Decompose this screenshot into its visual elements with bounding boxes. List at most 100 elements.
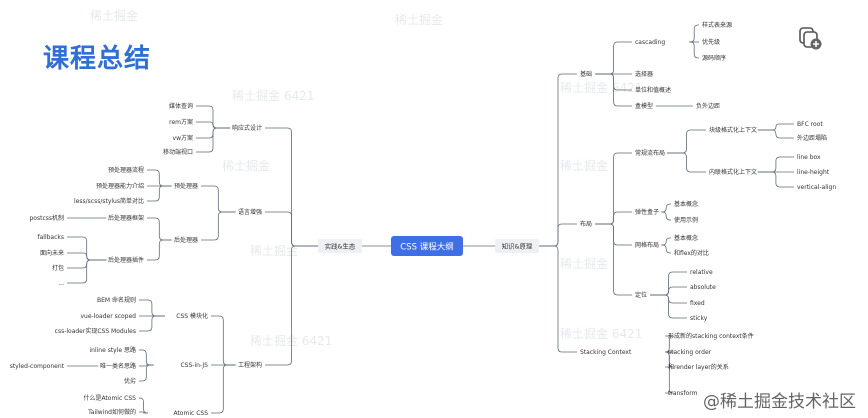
mindmap-node-collapse: 外边距塌陷 <box>797 134 827 142</box>
mindmap-node-label: styled-component <box>10 363 65 370</box>
mindmap-edge <box>661 203 671 213</box>
mindmap-node-units: 单位和值概述 <box>635 86 671 94</box>
mindmap-node-label: 后处理器 <box>174 236 198 244</box>
svg-text:稀土掘金: 稀土掘金 <box>250 243 298 258</box>
mindmap-node-label: fallbacks <box>37 234 64 241</box>
svg-text:稀土掘金: 稀土掘金 <box>560 256 608 271</box>
page-title: 课程总结 <box>43 44 152 74</box>
mindmap-node-knowledge: 知识&原理 <box>495 239 539 253</box>
mindmap-node-label: 和render layer的关系 <box>668 363 729 371</box>
mindmap-node-viewport: 移动端视口 <box>163 148 193 156</box>
mindmap-node-label: 常规流布局 <box>635 149 665 157</box>
mindmap-node-label: 实践&生态 <box>325 242 356 251</box>
mindmap-edge <box>201 185 236 213</box>
mindmap-node-gridbasic: 基本概念 <box>674 234 698 242</box>
mindmap-node-priority: 优先级 <box>702 38 720 46</box>
mindmap-node-label: Atomic CSS <box>173 410 208 417</box>
mindmap-node-label: ... <box>58 280 64 287</box>
mindmap-node-label: 响应式设计 <box>232 124 262 132</box>
svg-text:稀土掘金: 稀土掘金 <box>90 8 138 23</box>
mindmap-node-more: ... <box>58 280 64 287</box>
mindmap-node-label: fixed <box>690 300 705 307</box>
mindmap-node-label: less/scss/stylus简单对比 <box>74 197 144 205</box>
mindmap-node-newstack: 形成新的stacking context条件 <box>668 332 754 340</box>
mindmap-edge <box>757 156 794 173</box>
mindmap-edge <box>147 185 172 202</box>
mindmap-node-gridvs: 和flex的对比 <box>674 249 709 257</box>
mindmap-node-label: 面向未来 <box>40 249 64 257</box>
faint-watermarks: 稀土掘金 稀土掘金 稀土掘金 6421 稀土掘金 6421 稀土掘金 稀土掘金 … <box>90 8 642 348</box>
mindmap-edge <box>667 129 706 154</box>
mindmap-node-rem: rem方案 <box>169 118 193 126</box>
mindmap-node-label: 基本概念 <box>674 234 698 242</box>
svg-text:稀土掘金: 稀土掘金 <box>222 158 270 173</box>
mindmap-node-basic: 基础 <box>580 70 592 78</box>
mindmap-node-fixed: fixed <box>690 300 705 307</box>
mindmap-edge <box>595 73 632 107</box>
mindmap-node-label: CSS 模块化 <box>176 312 208 320</box>
mindmap-node-tailwind: Tailwind如何做的 <box>87 408 136 416</box>
mindmap-node-label: 语言增强 <box>238 208 262 216</box>
mindmap-node-cascading: cascading <box>635 39 665 46</box>
mindmap-edge <box>147 169 172 187</box>
mindmap-edge <box>539 245 577 353</box>
mindmap-node-label: 内联格式化上下文 <box>709 168 757 176</box>
mindmap-edge <box>689 24 699 43</box>
mindmap-node-preprocessor: 预处理器 <box>174 182 198 190</box>
mindmap-edge <box>139 397 148 414</box>
mindmap-node-pros: 优劣 <box>124 377 136 385</box>
mindmap-node-label: 块级格式化上下文 <box>709 126 757 134</box>
mindmap-node-absolute: absolute <box>690 284 716 291</box>
watermark-text: @稀土掘金技术社区 <box>703 392 856 412</box>
mindmap-node-postcss: postcss机制 <box>29 214 64 222</box>
mindmap-node-label: cascading <box>635 39 665 46</box>
mindmap-node-stacking: Stacking Context <box>580 349 632 356</box>
mindmap-node-transform: transform <box>668 390 698 397</box>
svg-text:稀土掘金: 稀土掘金 <box>560 158 608 173</box>
mindmap-node-whatatomic: 什么是Atomic CSS <box>83 394 136 402</box>
mindmap-node-boxmodel: 盒模型 <box>635 102 653 110</box>
mindmap-node-label: BFC root <box>797 121 823 128</box>
mindmap-edge <box>595 41 632 75</box>
mindmap-node-vueloader: vue-loader scoped <box>80 313 136 320</box>
mindmap-node-engineering: 工程架构 <box>238 361 262 369</box>
mindmap-node-postframework: 后处理器框架 <box>108 214 144 222</box>
mindmap-node-label: absolute <box>690 284 716 291</box>
mindmap-edge <box>196 121 230 129</box>
svg-text:稀土掘金: 稀土掘金 <box>395 12 443 27</box>
mindmap-node-label: 形成新的stacking context条件 <box>668 332 754 340</box>
mindmap-node-relative: relative <box>690 269 713 276</box>
mindmap-node-label: 布局 <box>580 220 592 228</box>
mindmap-node-sticky: sticky <box>690 315 708 322</box>
mindmap-node-media: 媒体查询 <box>169 102 193 110</box>
mindmap-node-label: 后处理器插件 <box>108 256 144 264</box>
mindmap-edge <box>139 315 165 332</box>
mindmap-node-label: 和flex的对比 <box>674 249 709 257</box>
mindmap-node-label: 基本概念 <box>674 200 698 208</box>
mindmap-node-cssinjs: CSS-in-JS <box>180 362 208 369</box>
mindmap-node-label: 选择器 <box>635 70 653 78</box>
mindmap-edge <box>661 244 671 254</box>
mindmap-node-layout: 布局 <box>580 220 592 228</box>
mindmap-node-pre2: 预处理器能力介绍 <box>96 182 144 190</box>
mindmap-node-lang: 语言增强 <box>238 208 262 216</box>
mindmap-node-label: 移动端视口 <box>163 148 193 156</box>
mindmap-node-postplugin: 后处理器插件 <box>108 256 144 264</box>
mindmap-node-label: 源码顺序 <box>702 54 726 62</box>
mindmap-edge <box>689 41 699 59</box>
mindmap-node-bfcroot: BFC root <box>797 121 823 128</box>
mindmap-edge <box>757 129 794 139</box>
mindmap-node-label: 什么是Atomic CSS <box>83 394 136 402</box>
mindmap-node-flexbasic: 基本概念 <box>674 200 698 208</box>
mindmap-node-label: relative <box>690 269 713 276</box>
copy-icon[interactable] <box>797 25 823 51</box>
mindmap-node-label: 预处理器能力介绍 <box>96 182 144 190</box>
mindmap-edge <box>665 351 674 394</box>
mindmap-node-position: 定位 <box>635 291 647 299</box>
mindmap-edge <box>757 123 794 131</box>
svg-text:稀土掘金 6421: 稀土掘金 6421 <box>560 80 642 95</box>
mindmap-node-label: vw方案 <box>173 134 193 142</box>
mindmap-node-label: 优劣 <box>124 377 136 385</box>
mindmap-edge <box>265 245 318 366</box>
mindmap-node-vw: vw方案 <box>173 134 193 142</box>
